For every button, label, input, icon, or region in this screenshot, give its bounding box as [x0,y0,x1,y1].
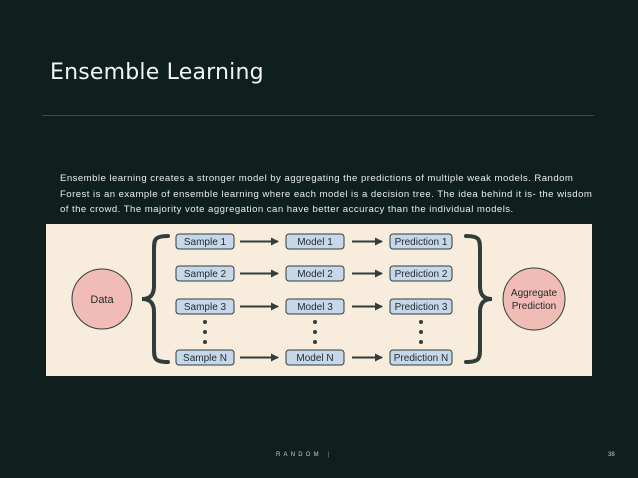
sample-box [175,349,235,366]
data-node-label: Data [90,294,114,306]
model-box [285,298,345,315]
right-brace [464,234,493,364]
prediction-label: Prediction 3 [395,302,448,313]
sample-label: Sample 3 [184,302,227,313]
ellipsis-dots [203,320,423,344]
model-box [285,349,345,366]
slide-title: Ensemble Learning [50,60,264,85]
description-paragraph: Ensemble learning creates a stronger mod… [60,173,593,215]
aggregate-prediction-node [502,267,566,331]
ensemble-diagram: Data Aggregate Prediction Sample 1 Model… [46,224,592,376]
prediction-box [389,265,453,282]
title-divider [42,115,594,116]
sample-box [175,233,235,250]
sample-box [175,298,235,315]
sample-label: Sample N [183,353,227,364]
aggregate-label-line1: Aggregate [511,288,558,299]
footer-brand: RANDOM | [276,452,333,458]
aggregate-label-line2: Prediction [512,301,556,312]
sample-label: Sample 1 [184,237,227,248]
data-node [71,268,133,330]
diagram-canvas: Data Aggregate Prediction Sample 1 Model… [71,233,566,366]
model-box [285,265,345,282]
footer-separator: | [327,452,333,458]
model-label: Model N [296,353,333,364]
prediction-box [389,233,453,250]
prediction-label: Prediction 2 [395,269,448,280]
sample-box [175,265,235,282]
page-number: 38 [608,452,615,458]
prediction-label: Prediction N [394,353,448,364]
model-label: Model 1 [297,237,333,248]
left-brace [141,234,170,364]
prediction-box [389,349,453,366]
prediction-label: Prediction 1 [395,237,448,248]
sample-label: Sample 2 [184,269,227,280]
prediction-box [389,298,453,315]
model-label: Model 3 [297,302,333,313]
model-box [285,233,345,250]
footer-brand-text: RANDOM [276,452,322,458]
model-label: Model 2 [297,269,333,280]
